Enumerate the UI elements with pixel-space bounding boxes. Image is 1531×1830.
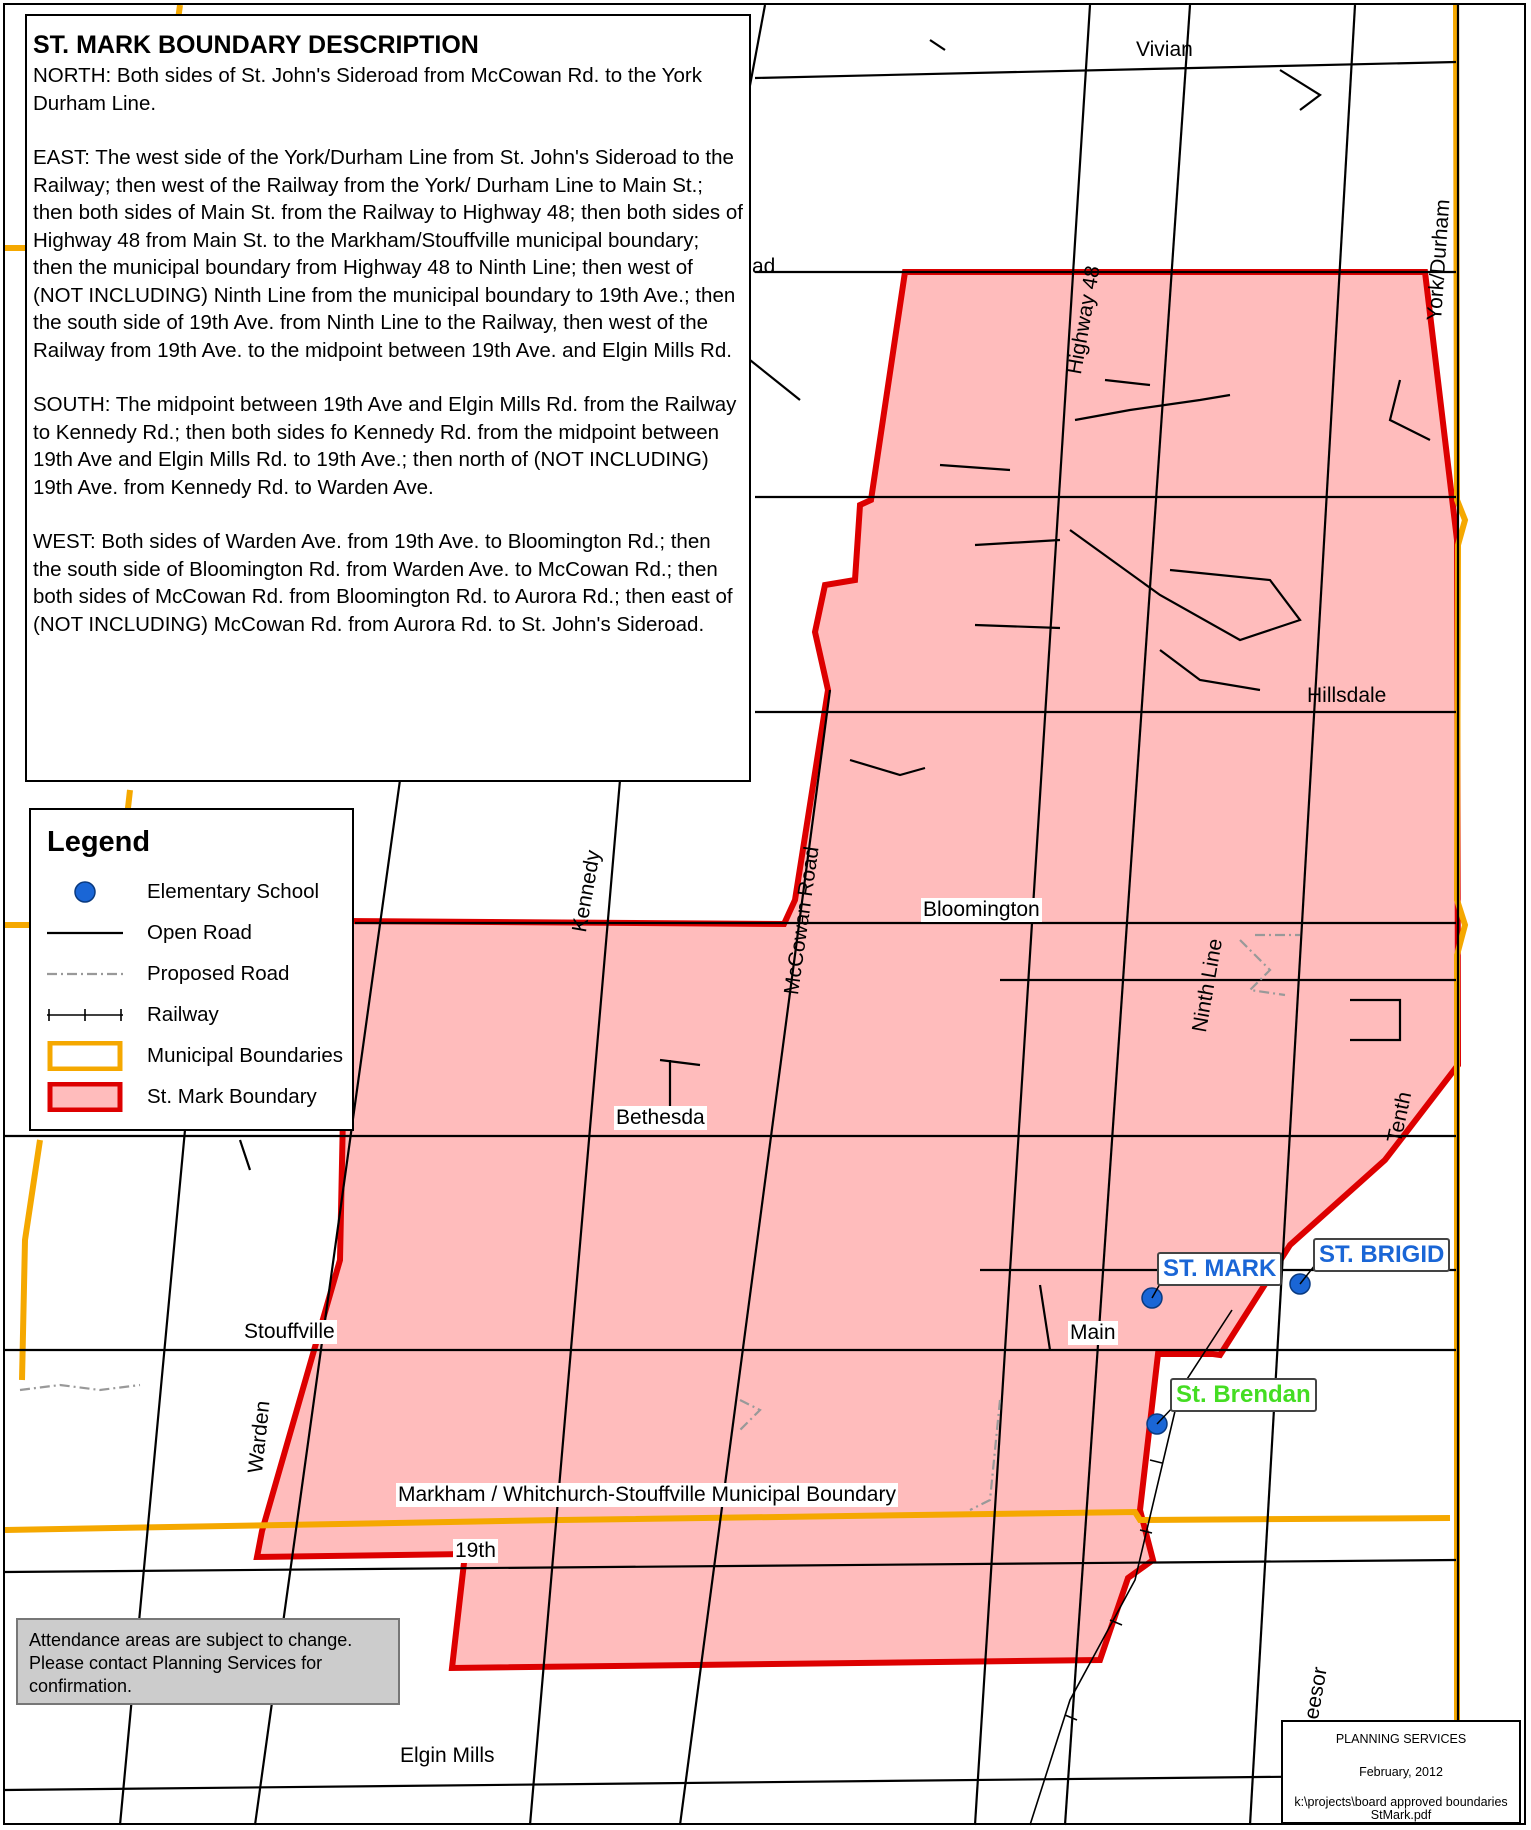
legend-item-railway: Railway	[47, 1000, 347, 1030]
legend-item-elementary-school: Elementary School	[47, 877, 347, 907]
school-label-st-mark[interactable]: ST. MARK	[1157, 1252, 1283, 1286]
road-label-bloomington: Bloomington	[921, 898, 1042, 922]
credit-date: February, 2012	[1359, 1765, 1443, 1779]
road-label-ad: ad	[752, 255, 776, 278]
legend-item-municipal-boundaries: Municipal Boundaries	[47, 1041, 347, 1071]
road-label-municipal-boundary: Markham / Whitchurch-Stouffville Municip…	[396, 1483, 898, 1507]
road-label-19th: 19th	[453, 1539, 498, 1563]
legend-panel: Legend Elementary School Open Road Propo…	[29, 808, 354, 1131]
red-filled-box-icon	[47, 1082, 123, 1112]
school-label-st-brendan[interactable]: St. Brendan	[1170, 1378, 1317, 1412]
legend-label: Elementary School	[147, 880, 320, 903]
description-title: ST. MARK BOUNDARY DESCRIPTION	[33, 31, 479, 59]
road-label-vivian: Vivian	[1136, 38, 1193, 61]
road-label-bethesda: Bethesda	[614, 1106, 707, 1130]
legend-label: Open Road	[147, 921, 252, 944]
solid-line-icon	[47, 931, 123, 935]
credit-file: StMark.pdf	[1370, 1808, 1432, 1822]
orange-outline-box-icon	[47, 1041, 123, 1071]
legend-label: Proposed Road	[147, 962, 290, 985]
school-label-st-brigid[interactable]: ST. BRIGID	[1313, 1238, 1451, 1272]
road-label-main: Main	[1068, 1321, 1118, 1345]
description-west: WEST: Both sides of Warden Ave. from 19t…	[33, 530, 733, 636]
road-label-elgin-mills: Elgin Mills	[398, 1744, 497, 1768]
dash-dot-line-icon	[47, 972, 123, 976]
st-mark-boundary-region	[253, 269, 1462, 1672]
legend-item-proposed-road: Proposed Road	[47, 959, 347, 989]
credit-org: PLANNING SERVICES	[1335, 1732, 1467, 1746]
description-north: NORTH: Both sides of St. John's Sideroad…	[33, 64, 702, 115]
railway	[1029, 1309, 1233, 1826]
road-label-hillsdale: Hillsdale	[1307, 684, 1387, 707]
credit-box: PLANNING SERVICES February, 2012 k:\proj…	[1281, 1720, 1521, 1824]
attendance-note: Attendance areas are subject to change. …	[16, 1618, 400, 1705]
legend-label: Railway	[147, 1003, 219, 1026]
road-label-stouffville: Stouffville	[242, 1320, 337, 1344]
legend-item-open-road: Open Road	[47, 918, 347, 948]
description-south: SOUTH: The midpoint between 19th Ave and…	[33, 393, 737, 499]
legend-item-st-mark-boundary: St. Mark Boundary	[47, 1082, 347, 1112]
legend-label: St. Mark Boundary	[147, 1085, 317, 1108]
credit-path: k:\projects\board approved boundaries	[1294, 1795, 1508, 1809]
legend-title: Legend	[47, 826, 151, 858]
railway-line-icon	[47, 1009, 123, 1021]
proposed-roads	[19, 933, 1300, 1511]
description-east: EAST: The west side of the York/Durham L…	[33, 146, 743, 362]
blue-dot-icon	[74, 881, 96, 903]
legend-label: Municipal Boundaries	[147, 1044, 344, 1067]
boundary-description-panel: ST. MARK BOUNDARY DESCRIPTION NORTH: Bot…	[25, 14, 751, 782]
